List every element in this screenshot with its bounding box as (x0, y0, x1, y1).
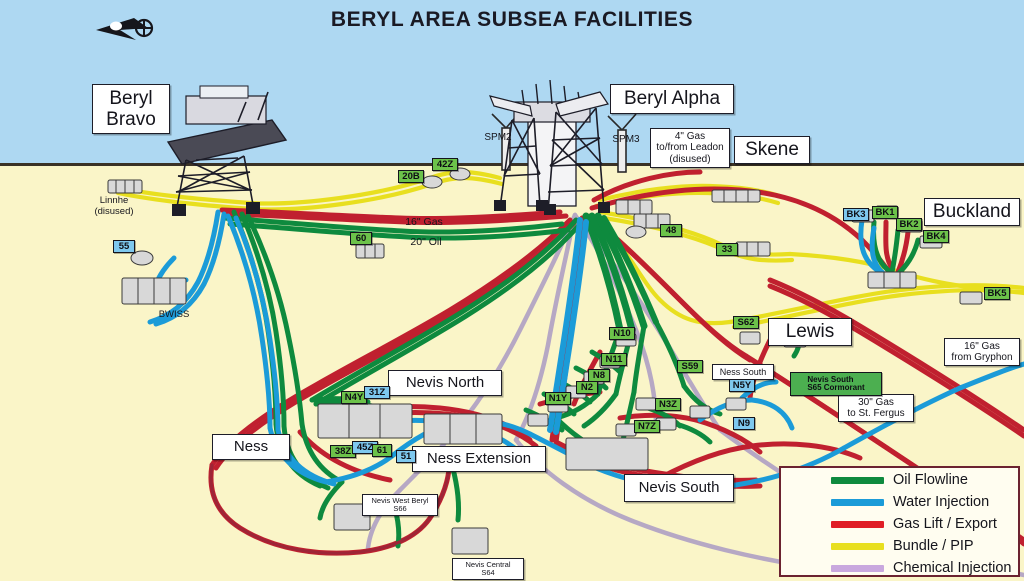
page-title: BERYL AREA SUBSEA FACILITIES (330, 8, 694, 31)
well-tag-N4Y: N4Y (341, 391, 367, 404)
label-beryl-bravo: Beryl Bravo (92, 84, 170, 134)
well-tag-S62: S62 (733, 316, 759, 329)
label-spm3: SPM3 (612, 134, 640, 145)
legend-row-oil: Oil Flowline (831, 470, 1018, 490)
legend-swatch-gas (831, 520, 884, 528)
north-arrow-icon (96, 18, 154, 40)
label-buckland: Buckland (924, 198, 1020, 226)
well-tag-N10: N10 (609, 327, 635, 340)
well-tag-31Z: 31Z (364, 386, 390, 399)
sea-water-background (0, 0, 1024, 166)
chip-nevis-south-s65: Nevis South S65 Cormorant (790, 372, 882, 396)
label-linnhe: Linnhe (disused) (94, 195, 134, 217)
well-tag-20B: 20B (398, 170, 424, 183)
legend-swatch-oil (831, 476, 884, 484)
label-ness-extension: Ness Extension (412, 446, 546, 472)
label-bwiss: BWISS (158, 309, 190, 320)
well-tag-55: 55 (113, 240, 135, 253)
beryl-alpha-platform (489, 79, 610, 215)
note-ness-south: Ness South (712, 364, 774, 380)
well-tag-S59: S59 (677, 360, 703, 373)
note-st-fergus-gas: 30" Gas to St. Fergus (838, 394, 914, 422)
legend-label-chemical: Chemical Injection (893, 560, 1012, 576)
well-tag-N2: N2 (576, 381, 598, 394)
seabed-horizon-line (0, 163, 1024, 167)
well-tag-N9: N9 (733, 417, 755, 430)
well-tag-N1Y: N1Y (545, 392, 571, 405)
legend-row-water: Water Injection (831, 492, 1018, 512)
label-spm2: SPM2 (484, 132, 512, 143)
legend-row-gas: Gas Lift / Export (831, 514, 1018, 534)
label-20in-oil: 20" Oil (410, 236, 442, 248)
well-tag-BK2: BK2 (896, 218, 922, 231)
well-tag-N7Z: N7Z (634, 420, 660, 433)
well-tag-BK5: BK5 (984, 287, 1010, 300)
note-gryphon-gas: 16" Gas from Gryphon (944, 338, 1020, 366)
well-tag-42Z: 42Z (432, 158, 458, 171)
well-tag-BK3: BK3 (843, 208, 869, 221)
well-tag-BK1: BK1 (872, 206, 898, 219)
legend-panel: Oil Flowline Water Injection Gas Lift / … (779, 466, 1020, 577)
legend-swatch-chemical (831, 564, 884, 572)
well-tag-N11: N11 (601, 353, 627, 366)
well-tag-BK4: BK4 (923, 230, 949, 243)
legend-label-bundle: Bundle / PIP (893, 538, 974, 554)
legend-label-gas: Gas Lift / Export (893, 516, 997, 532)
well-tag-51: 51 (396, 450, 416, 463)
well-tag-48: 48 (660, 224, 682, 237)
label-ness: Ness (212, 434, 290, 460)
legend-row-chemical: Chemical Injection (831, 558, 1018, 578)
label-beryl-alpha: Beryl Alpha (610, 84, 734, 114)
note-nevis-west-beryl: Nevis West Beryl S66 (362, 494, 438, 516)
legend-swatch-water (831, 498, 884, 506)
legend-row-bundle: Bundle / PIP (831, 536, 1018, 556)
well-tag-N5Y: N5Y (729, 379, 755, 392)
legend-label-water: Water Injection (893, 494, 990, 510)
label-lewis: Lewis (768, 318, 852, 346)
label-skene: Skene (734, 136, 810, 164)
well-tag-61: 61 (372, 444, 392, 457)
label-nevis-south: Nevis South (624, 474, 734, 502)
label-nevis-north: Nevis North (388, 370, 502, 396)
well-tag-60: 60 (350, 232, 372, 245)
label-16in-gas: 16" Gas (405, 216, 443, 228)
well-tag-N3Z: N3Z (655, 398, 681, 411)
legend-label-oil: Oil Flowline (893, 472, 968, 488)
note-nevis-central: Nevis Central S64 (452, 558, 524, 580)
legend-swatch-bundle (831, 542, 884, 550)
well-tag-N8: N8 (588, 369, 610, 382)
beryl-bravo-platform (166, 85, 288, 216)
note-leadon-gas: 4" Gas to/from Leadon (disused) (650, 128, 730, 168)
well-tag-33: 33 (716, 243, 738, 256)
